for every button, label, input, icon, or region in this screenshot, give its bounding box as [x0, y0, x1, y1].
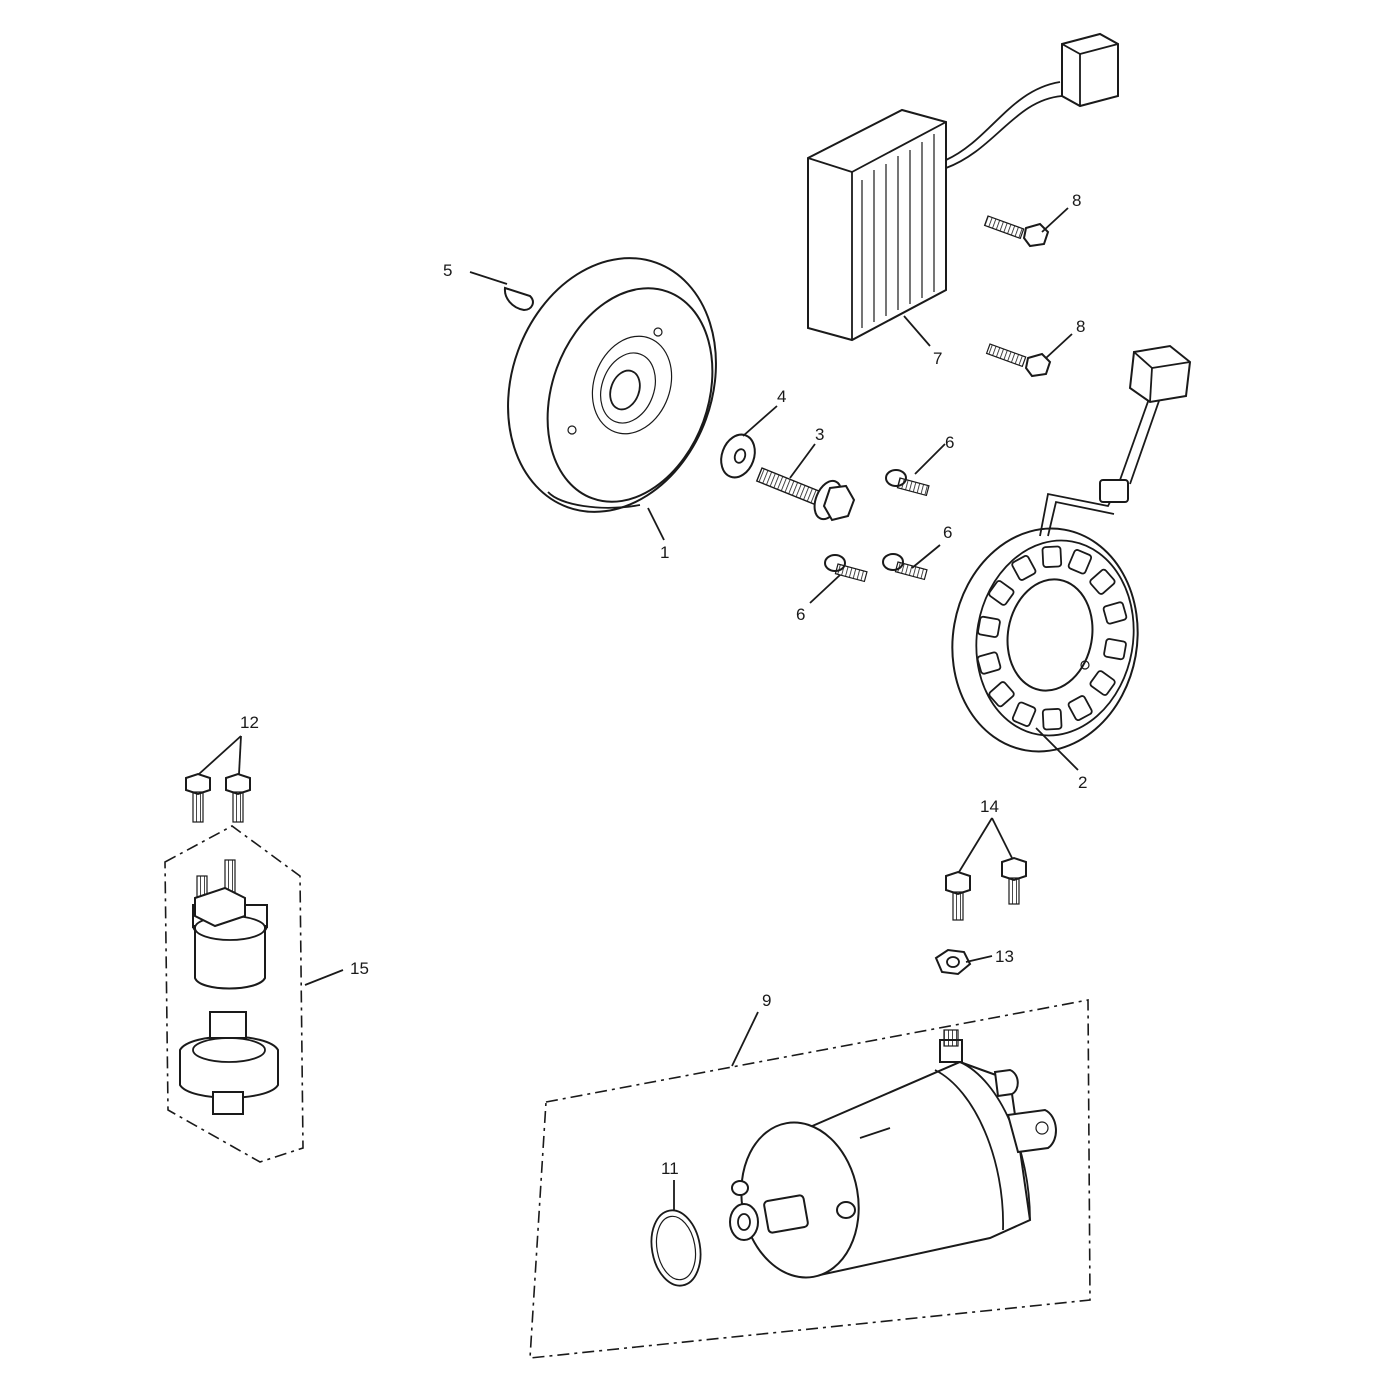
stator-pole-11 [1041, 545, 1063, 568]
stator-pole-13 [1089, 568, 1116, 595]
callout-11: 11 [661, 1159, 679, 1178]
stator-pole-1 [1103, 638, 1127, 661]
callout-2: 2 [1078, 773, 1087, 792]
callout-labels: 1 2 3 4 5 6 6 6 7 8 8 9 11 12 13 14 15 [240, 191, 1087, 1178]
callout-6-lower: 6 [796, 605, 805, 624]
solenoid-bolt-left-part[interactable] [185, 772, 211, 823]
starter-bolt-left-part[interactable] [945, 870, 971, 921]
stator-pole-14 [1102, 601, 1128, 625]
callout-4: 4 [777, 387, 786, 406]
regulator-bolt-lower-part[interactable] [985, 343, 1052, 378]
stator-screw-upper-part[interactable] [885, 469, 930, 497]
stator-pole-9 [988, 580, 1015, 606]
leader-lines [198, 207, 1079, 1210]
starter-solenoid-assembly[interactable] [164, 825, 304, 1163]
callout-14: 14 [980, 797, 999, 816]
callout-8-lower: 8 [1076, 317, 1085, 336]
callout-1: 1 [660, 543, 669, 562]
callout-5: 5 [443, 261, 452, 280]
stator-pole-2 [1089, 670, 1116, 696]
callout-8-upper: 8 [1072, 191, 1081, 210]
washer-part[interactable] [715, 430, 760, 482]
stator-pole-4 [1041, 708, 1063, 731]
o-ring-part[interactable] [646, 1206, 706, 1289]
callout-7: 7 [933, 349, 942, 368]
stator-pole-6 [988, 681, 1015, 708]
stator-pole-10 [1011, 555, 1037, 581]
woodruff-key-part[interactable] [503, 286, 534, 312]
callout-9: 9 [762, 991, 771, 1010]
stator-pole-3 [1067, 695, 1093, 721]
stator-screw-middle-part[interactable] [882, 553, 928, 581]
callout-15: 15 [350, 959, 369, 978]
callout-6-upper: 6 [945, 433, 954, 452]
terminal-nut-part[interactable] [934, 948, 972, 976]
starter-bolt-right-part[interactable] [1001, 856, 1027, 905]
callout-12: 12 [240, 713, 259, 732]
callout-6-middle: 6 [943, 523, 952, 542]
callout-13: 13 [995, 947, 1014, 966]
solenoid-bolt-right-part[interactable] [225, 772, 251, 823]
stator-pole-5 [1011, 701, 1037, 727]
rotor-bolt-part[interactable] [755, 467, 856, 523]
stator-pole-12 [1067, 549, 1093, 575]
stator-pole-8 [977, 615, 1001, 638]
stator-screw-lower-part[interactable] [824, 554, 868, 583]
starter-motor-assembly[interactable] [529, 999, 1091, 1359]
stator-pole-7 [976, 651, 1002, 675]
rotor-flywheel-part[interactable] [474, 229, 751, 542]
stator-part[interactable] [935, 344, 1192, 766]
regulator-rectifier-part[interactable] [807, 32, 1119, 342]
callout-3: 3 [815, 425, 824, 444]
regulator-bolt-upper-part[interactable] [983, 215, 1050, 248]
